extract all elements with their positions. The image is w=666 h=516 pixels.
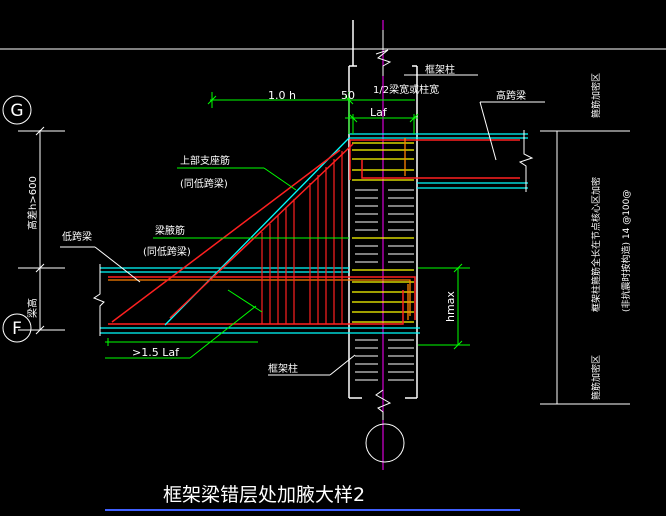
column-break-top	[375, 30, 392, 76]
high-beam-label: 高跨梁	[496, 89, 526, 102]
dim-50-label: 50	[341, 89, 355, 102]
hmax-label: hmax	[444, 291, 457, 322]
low-beam-orange	[108, 279, 411, 320]
low-beam-label: 低跨梁	[62, 230, 92, 243]
frame-column-label-bottom: 框架柱	[268, 362, 298, 375]
half-width-label: 1/2梁宽或柱宽	[373, 83, 439, 96]
same-low-beam-label-2: (同低跨梁)	[143, 245, 191, 258]
same-low-beam-label-1: (同低跨梁)	[180, 177, 228, 190]
green-leaders	[105, 92, 470, 359]
height-diff-label: 高差h>600	[26, 176, 39, 230]
drawing-title: 框架梁错层处加腋大样2	[163, 484, 365, 506]
axis-g-label: G	[10, 101, 23, 121]
min-anchor-label: >1.5 Laf	[132, 346, 180, 359]
haunch-stirrups	[261, 151, 343, 324]
left-dimension	[18, 126, 65, 335]
haunch-bar-label: 梁腋筋	[155, 224, 185, 237]
core-stirrup-label-2: (非抗震时按构造) 14 @100@	[620, 190, 632, 312]
low-span-beam	[100, 267, 420, 334]
high-beam-rebar	[349, 139, 520, 180]
dim-10h-label: 1.0 h	[268, 89, 296, 102]
section-bubble	[365, 423, 405, 463]
column-stirrups	[355, 189, 414, 381]
column-break-bottom	[375, 389, 392, 420]
top-support-bar-label: 上部支座筋	[180, 154, 230, 167]
haunch-rebars	[111, 143, 354, 323]
beam-height-label: 梁高	[26, 298, 39, 318]
stirrup-zone-top-label: 箍筋加密区	[590, 73, 602, 118]
laf-label: Laf	[370, 106, 388, 119]
axis-f-bubble: F	[2, 313, 32, 343]
low-beam-break	[92, 264, 105, 336]
frame-column-label-top: 框架柱	[425, 63, 455, 76]
high-span-beam	[349, 133, 528, 189]
stirrup-zone-bottom-label: 箍筋加密区	[590, 355, 602, 400]
axis-g-bubble: G	[2, 95, 32, 125]
white-leaders	[60, 74, 630, 405]
axis-f-label: F	[12, 319, 22, 339]
high-beam-break	[518, 130, 534, 192]
core-stirrup-label-1: 框架柱箍筋全长在节点核心区加密	[590, 177, 602, 312]
low-beam-rebar	[108, 276, 416, 325]
